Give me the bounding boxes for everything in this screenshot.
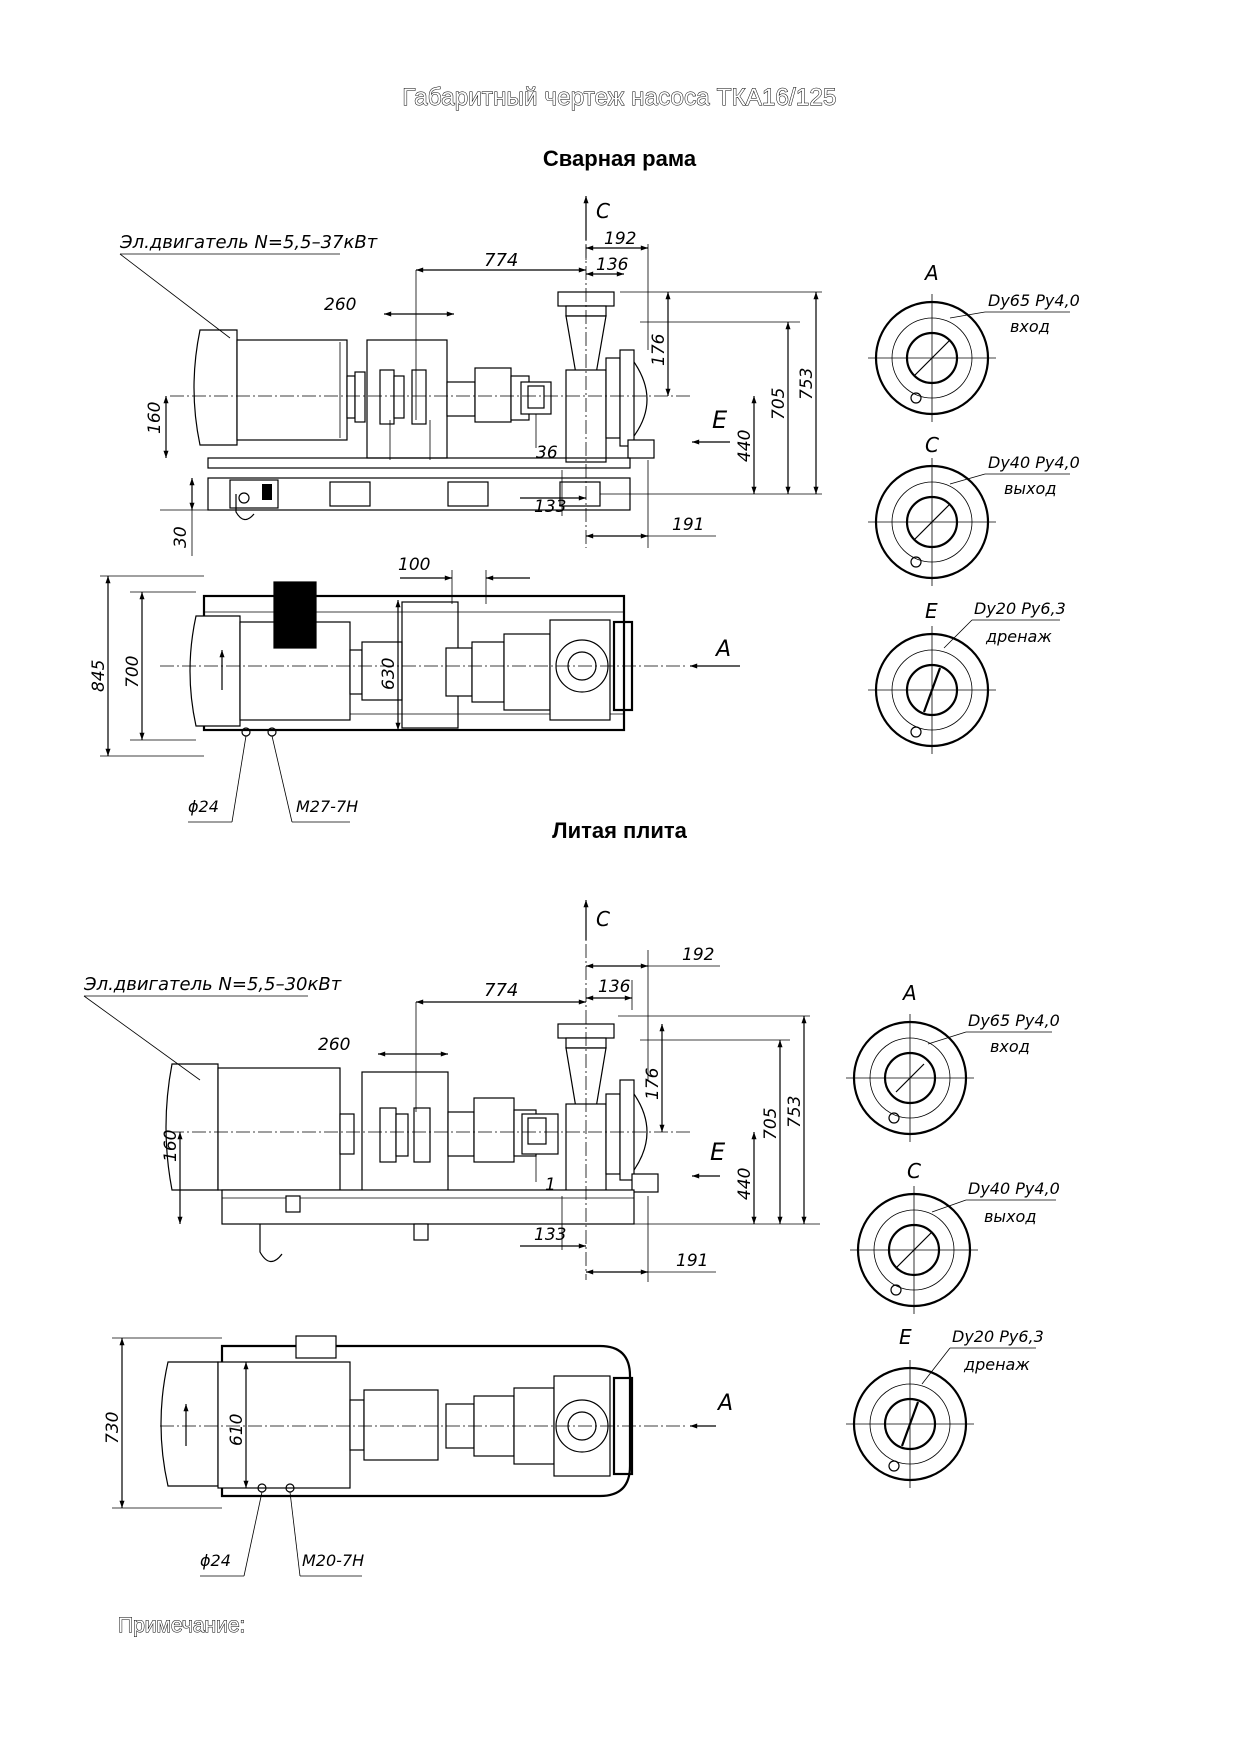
dim-136: 136: [596, 255, 629, 275]
flange-c-purpose: выход: [1004, 479, 1056, 498]
dim-260-cast: 260: [318, 1035, 350, 1055]
dim-160: 160: [145, 402, 165, 434]
flange-e-spec: Dy20 Py6,3: [974, 599, 1066, 618]
dim-30: 30: [171, 526, 191, 548]
flange-cast-a-spec: Dy65 Py4,0: [968, 1011, 1060, 1030]
dim-730-cast: 730: [103, 1412, 123, 1444]
dim-136-cast: 136: [598, 977, 631, 997]
thread-welded: M27-7H: [296, 797, 358, 816]
dim-133-cast: 133: [534, 1225, 566, 1245]
dim-753-cast: 753: [785, 1096, 805, 1128]
dim-705-cast: 705: [761, 1108, 781, 1140]
flange-a-spec: Dy65 Py4,0: [988, 291, 1080, 310]
dim-192-cast: 192: [682, 945, 714, 965]
view-a-label-cast: A: [716, 1391, 733, 1416]
dim-192: 192: [604, 229, 636, 249]
section-title-cast-plate: Литая плита: [552, 818, 687, 843]
section-title-welded-frame: Сварная рама: [542, 146, 697, 171]
dim-610-cast: 610: [227, 1414, 247, 1446]
dim-705: 705: [769, 388, 789, 420]
flange-e-purpose: дренаж: [985, 627, 1052, 646]
note-label: Примечание:: [117, 1614, 246, 1638]
motor-label-welded: Эл.двигатель N=5,5–37кВт: [119, 232, 378, 253]
flange-cast-view-a-label: A: [901, 981, 917, 1005]
flange-cast-view-e-label: E: [899, 1325, 912, 1349]
flange-cast-c-spec: Dy40 Py4,0: [968, 1179, 1060, 1198]
dim-1-cast: 1: [545, 1175, 556, 1195]
flange-view-a-label: A: [923, 261, 939, 285]
dim-753: 753: [797, 368, 817, 400]
flange-cast-a-purpose: вход: [990, 1037, 1030, 1056]
view-e-label: E: [712, 406, 728, 434]
dim-700: 700: [123, 656, 143, 688]
flange-cast-c-purpose: выход: [984, 1207, 1036, 1226]
flange-views-welded: A Dy65 Py4,0 вход C Dy40 Py4,0 выход E: [868, 261, 1080, 754]
view-c-label: C: [596, 199, 610, 223]
flange-views-cast: A Dy65 Py4,0 вход C Dy40 Py4,0 выход E: [846, 981, 1060, 1488]
view-e-label-cast: E: [710, 1138, 726, 1166]
dim-36: 36: [536, 443, 558, 463]
welded-side-view: C E Эл.двигатель N=5,5–37кВт 774 192 136…: [119, 196, 822, 556]
hole-dia-welded: ϕ24: [188, 797, 219, 816]
cast-side-view: C E Эл.двигатель N=5,5–30кВт 774 192 136…: [83, 900, 820, 1282]
dim-260: 260: [324, 295, 356, 315]
view-c-label-cast: C: [596, 907, 610, 931]
dim-774-cast: 774: [484, 980, 518, 1001]
dim-176: 176: [649, 333, 669, 366]
dim-440-cast: 440: [735, 1168, 755, 1200]
dim-100: 100: [398, 555, 430, 575]
flange-c-spec: Dy40 Py4,0: [988, 453, 1080, 472]
dim-133: 133: [534, 497, 566, 517]
view-a-label-welded: A: [714, 637, 731, 662]
cast-plan-view: A 730 610 ϕ24 M20-7H: [103, 1335, 733, 1577]
dim-630: 630: [379, 658, 399, 690]
welded-plan-view: A 845 700 630 100 ϕ24 M27-7H: [89, 555, 740, 823]
flange-cast-view-c-label: C: [907, 1159, 921, 1183]
dim-191-cast: 191: [676, 1251, 708, 1271]
dim-774: 774: [484, 250, 518, 271]
dim-845: 845: [89, 660, 109, 692]
flange-a-purpose: вход: [1010, 317, 1050, 336]
flange-cast-e-purpose: дренаж: [963, 1355, 1030, 1374]
dim-160-cast: 160: [161, 1130, 181, 1162]
thread-cast: M20-7H: [302, 1551, 364, 1570]
flange-view-c-label: C: [925, 433, 939, 457]
dim-191: 191: [672, 515, 704, 535]
flange-cast-e-spec: Dy20 Py6,3: [952, 1327, 1044, 1346]
dim-440: 440: [735, 430, 755, 462]
hole-dia-cast: ϕ24: [200, 1551, 231, 1570]
motor-label-cast: Эл.двигатель N=5,5–30кВт: [83, 974, 342, 995]
flange-view-e-label: E: [925, 599, 938, 623]
page-title: Габаритный чертеж насоса ТКА16/125: [402, 84, 837, 112]
dim-176-cast: 176: [643, 1067, 663, 1100]
